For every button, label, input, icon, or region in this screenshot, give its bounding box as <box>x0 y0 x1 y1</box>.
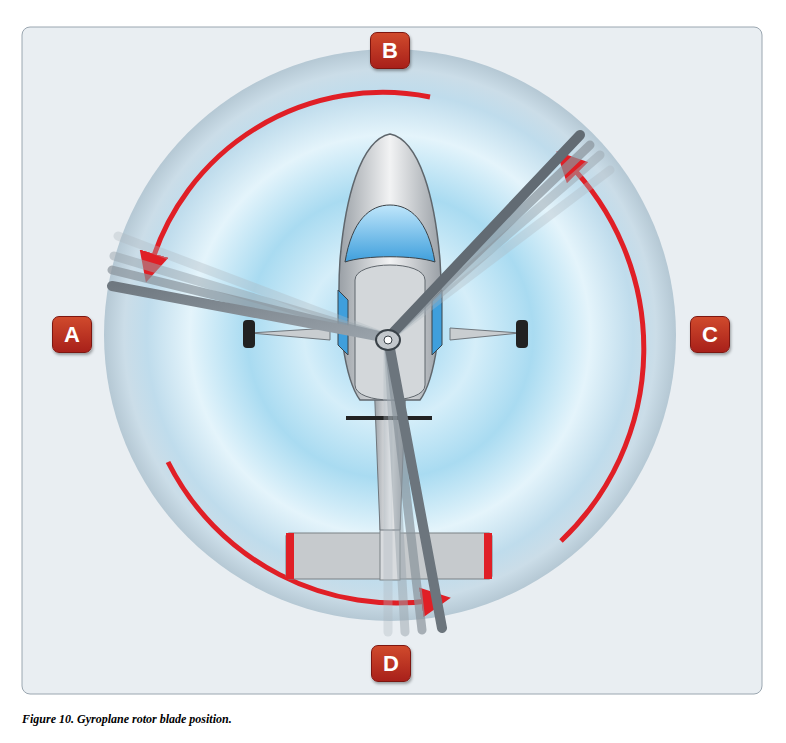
position-letter: B <box>382 40 398 62</box>
figure-caption: Figure 10. Gyroplane rotor blade positio… <box>22 712 232 727</box>
position-badge: A <box>52 316 92 353</box>
position-letter: C <box>702 324 718 346</box>
position-letter: D <box>383 653 399 675</box>
position-badge: B <box>370 32 410 69</box>
position-badge: D <box>371 645 411 682</box>
position-badge: C <box>690 316 730 353</box>
position-letter: A <box>64 324 80 346</box>
